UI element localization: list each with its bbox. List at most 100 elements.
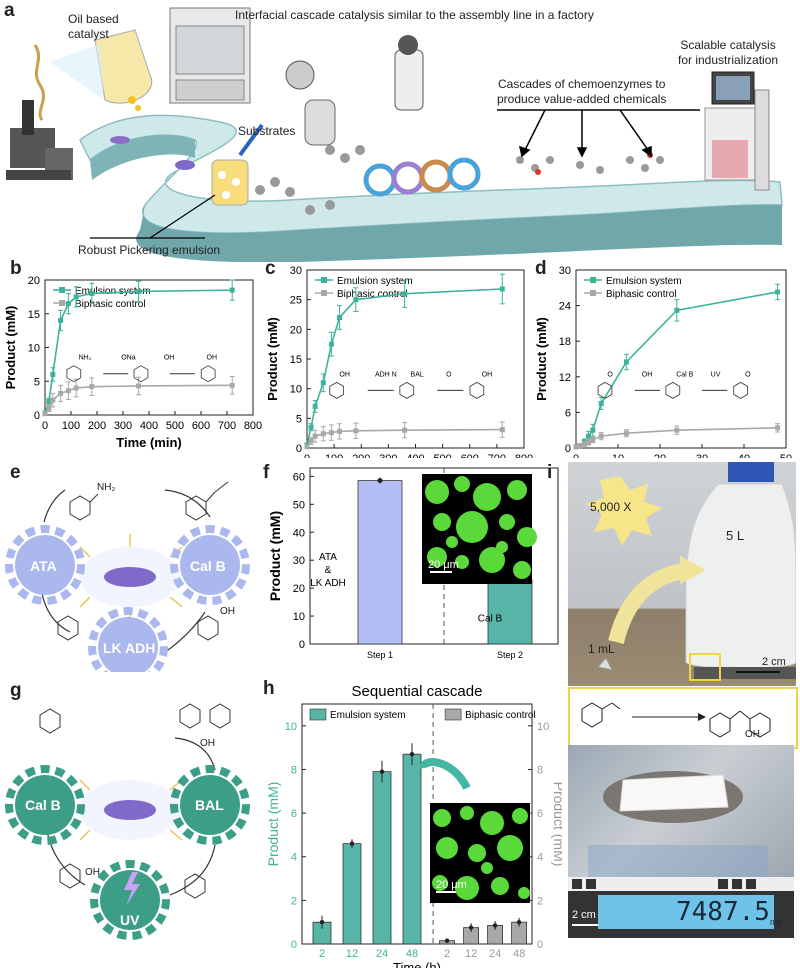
- data-point: [590, 427, 596, 433]
- data-point: [581, 441, 587, 447]
- data-point: [312, 403, 318, 409]
- data-point: [598, 433, 604, 439]
- data-point: [674, 427, 680, 433]
- x-tick-label: 2: [444, 948, 450, 960]
- legend-label: Biphasic control: [606, 289, 677, 300]
- scale-label-j: 2 cm: [572, 909, 596, 921]
- data-point: [573, 444, 579, 450]
- oil-catalyst-label: Oil based catalyst: [68, 12, 119, 41]
- scheme-label: OH: [339, 371, 350, 378]
- scheme-label: Cal B: [676, 371, 693, 378]
- replicate-point: [492, 923, 498, 928]
- pipette-icon: [238, 123, 264, 157]
- scheme-label: UV: [711, 371, 721, 378]
- x-tick-label: 0: [304, 453, 310, 458]
- y-tick-label-right: 10: [537, 721, 549, 733]
- data-point: [499, 427, 505, 433]
- oh-label-g2: OH: [85, 867, 100, 878]
- legend-marker: [590, 290, 596, 296]
- replicate-point: [319, 919, 325, 925]
- lkadh-label: LK ADH: [103, 640, 156, 656]
- data-point: [89, 291, 95, 296]
- emulsion-beaker-icon: [211, 159, 249, 206]
- scheme-label: O: [607, 371, 613, 378]
- data-point: [65, 301, 71, 307]
- data-point: [46, 405, 52, 411]
- oh-label-g1: OH: [200, 738, 215, 749]
- x-tick-label: 24: [489, 948, 501, 960]
- y-tick-label: 10: [293, 611, 305, 623]
- volume-label: 5 L: [726, 528, 745, 543]
- panel-label-a: a: [4, 0, 15, 21]
- data-point: [46, 399, 52, 404]
- uv-gear-icon: [90, 860, 170, 940]
- y-tick-label-left: 10: [285, 721, 297, 733]
- droplet: [432, 875, 448, 891]
- x-tick-label: 500: [433, 453, 451, 458]
- bar: [342, 843, 362, 945]
- panel-label-e: e: [10, 462, 21, 483]
- bar: [402, 753, 422, 945]
- data-point: [775, 425, 781, 431]
- molecule-structures-g: [39, 703, 231, 899]
- data-point: [402, 427, 408, 433]
- x-tick-label: 300: [379, 453, 397, 458]
- conveyor-belt-front: [136, 204, 782, 262]
- data-point: [328, 430, 334, 436]
- panel-g-diagram: [5, 703, 250, 940]
- panel-label-c: c: [265, 258, 276, 279]
- panel-i-photo: 5,000 X 5 L 1 mL 2 cm: [568, 462, 796, 686]
- microscope-icon: [6, 100, 73, 180]
- droplet: [513, 561, 531, 579]
- bacteria-icons: [110, 136, 195, 170]
- scalable-label: Scalable catalysis for industrialization: [678, 38, 779, 67]
- y-tick-label-left: 2: [291, 895, 297, 907]
- x-tick-label: 40: [738, 453, 750, 458]
- lkadh-gear-icon: [88, 607, 168, 672]
- x-tick-label: 2: [319, 948, 325, 960]
- y-tick-label: 20: [293, 583, 305, 595]
- replicate-point: [349, 841, 355, 846]
- y-tick-label-right: 6: [537, 808, 543, 820]
- x-tick-label: 12: [346, 948, 358, 960]
- oh-label-e: OH: [220, 606, 235, 617]
- y-tick-label: 5: [296, 413, 302, 425]
- center-bacterium-g: [79, 779, 183, 841]
- lightning-icon: [124, 872, 140, 906]
- nh2-label: NH₂: [97, 482, 116, 493]
- panel-a-illustration: [6, 7, 783, 262]
- bar: [372, 771, 392, 945]
- data-point: [623, 430, 629, 436]
- panel-j-photo: 2 cm 7487.5 mg: [568, 745, 794, 938]
- data-point: [65, 388, 71, 394]
- data-point: [42, 411, 48, 417]
- y-tick-label: 60: [293, 471, 305, 483]
- data-point: [229, 287, 235, 293]
- legend-label: Emulsion system: [75, 286, 151, 297]
- droplet: [507, 480, 527, 500]
- y-tick-label: 6: [565, 407, 571, 419]
- balance-illustration: [568, 771, 794, 938]
- data-point: [328, 341, 334, 347]
- x-axis-label: Time (h): [393, 960, 441, 968]
- molecule-icons: [255, 145, 664, 215]
- x-tick-label: 20: [654, 453, 666, 458]
- droplet: [446, 536, 458, 548]
- flask-icon: [33, 29, 153, 121]
- y-tick-label: 30: [290, 265, 302, 277]
- ata-label: ATA: [30, 558, 57, 574]
- replicate-point: [379, 769, 385, 774]
- y-tick-label-right: 8: [537, 764, 543, 776]
- y-tick-label: 10: [290, 384, 302, 396]
- data-point: [598, 401, 604, 406]
- y-tick-label: 0: [296, 443, 302, 455]
- data-point: [775, 289, 781, 295]
- y-tick-label: 15: [28, 309, 40, 321]
- legend-swatch: [309, 708, 327, 721]
- bar-label: &: [325, 565, 332, 576]
- legend-marker: [59, 300, 65, 306]
- panel-a: Interfacial cascade catalysis similar to…: [0, 0, 800, 262]
- x-tick-label: 50: [780, 453, 792, 458]
- data-point: [308, 438, 314, 444]
- data-point: [73, 294, 79, 300]
